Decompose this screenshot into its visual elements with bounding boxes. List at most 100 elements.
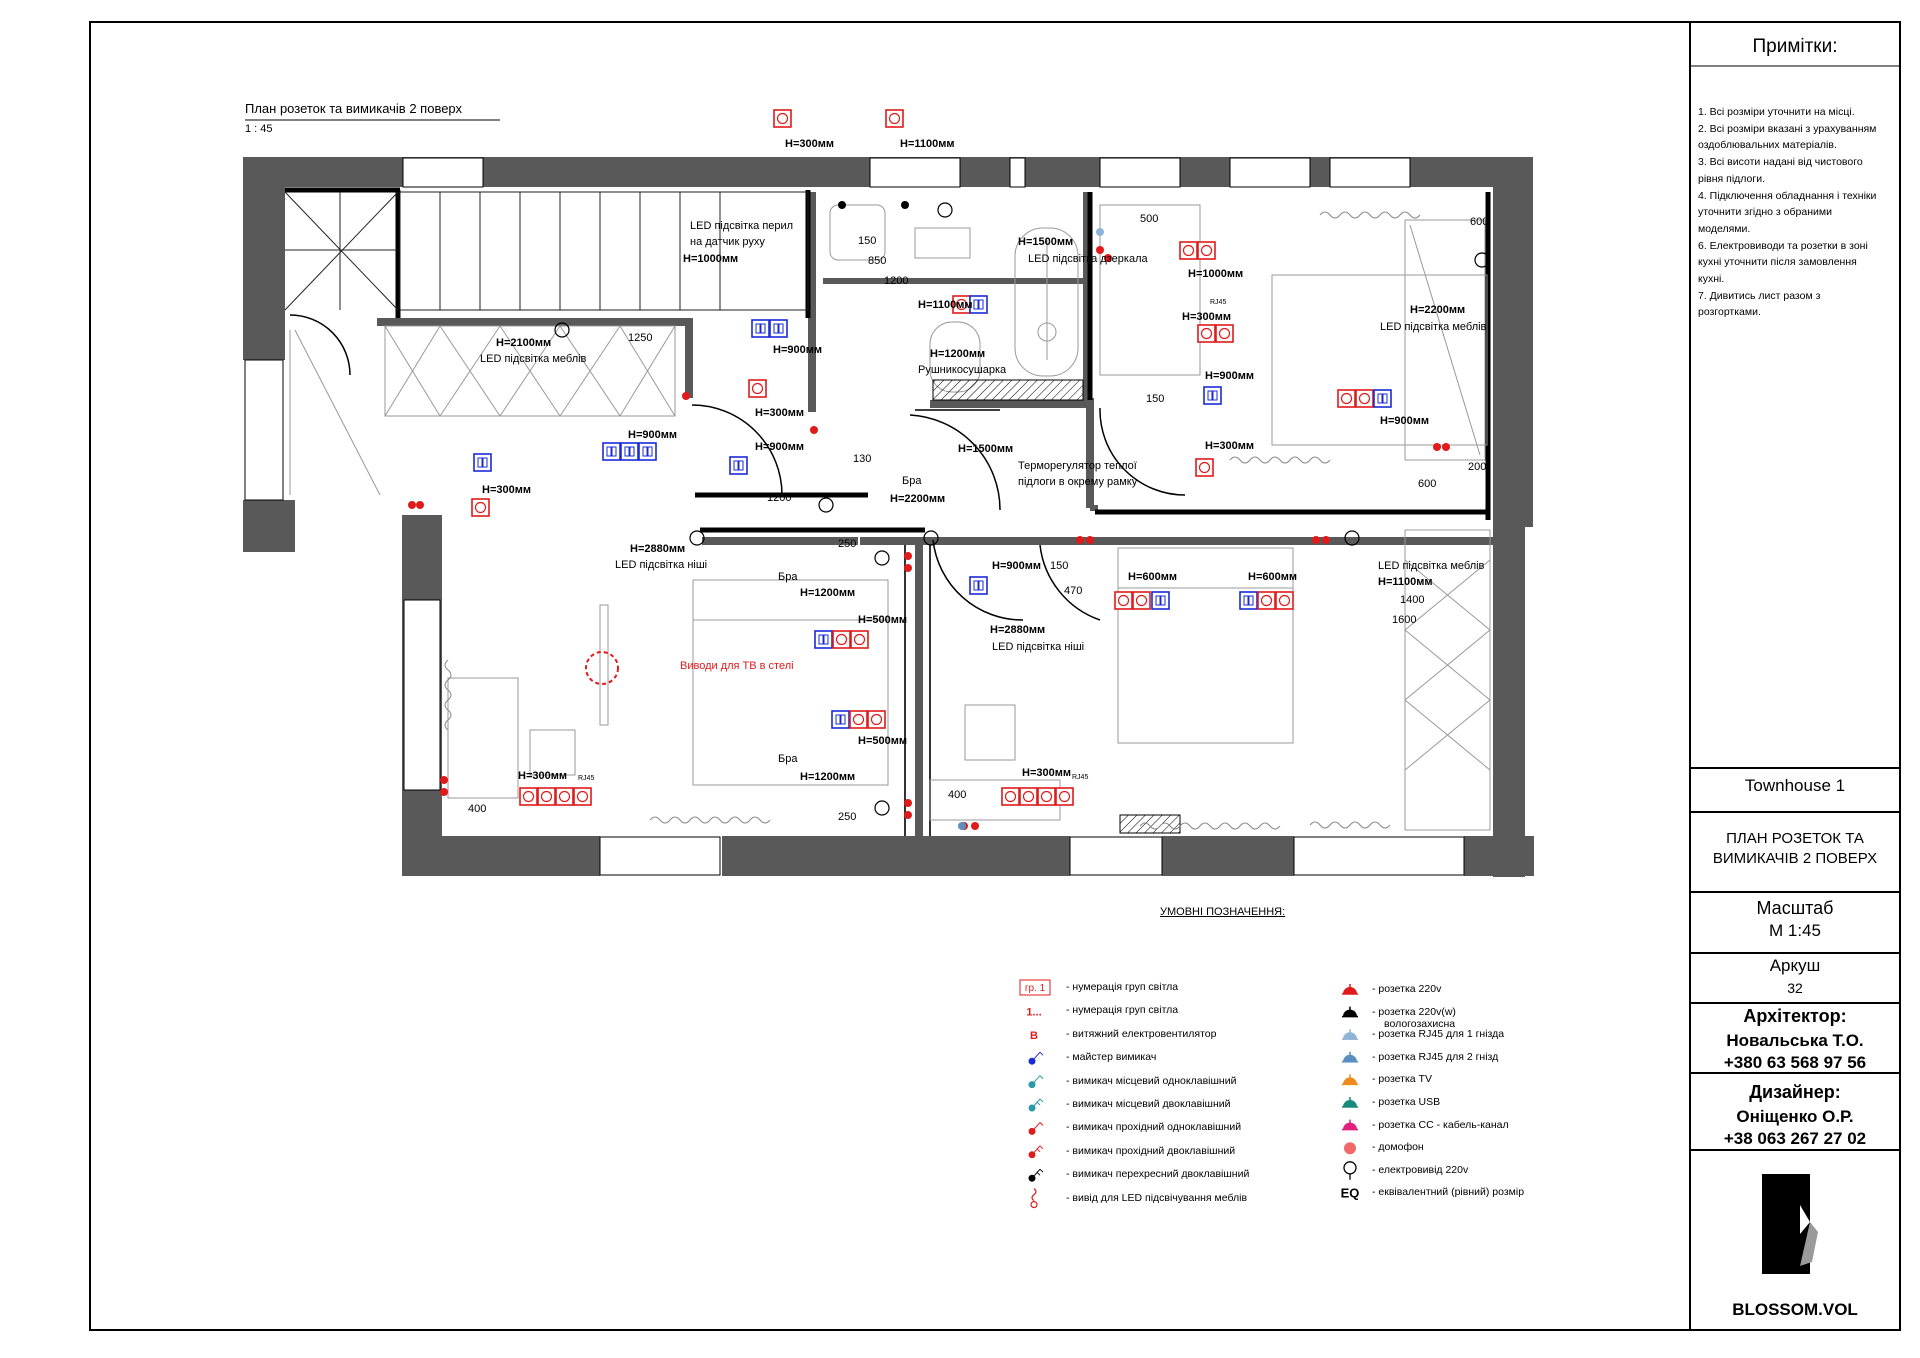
switch-frame (751, 319, 770, 338)
plan-label: H=1500мм (1018, 236, 1073, 248)
sheet-number: 32 (1787, 980, 1803, 996)
legend-item: - витяжний електровентилятор (1066, 1028, 1216, 1040)
legend-mark: В (1030, 1030, 1038, 1042)
brand-name: BLOSSOM.VOL (1732, 1300, 1858, 1319)
socket-frame (1179, 241, 1198, 260)
plan-label: H=300мм (482, 484, 531, 496)
socket-frame (849, 710, 868, 729)
plan-label: LED підсвітка ніші (992, 641, 1084, 653)
switch-frame (473, 453, 492, 472)
legend-text: - вивід для LED підсвічування меблів (1066, 1191, 1248, 1204)
switch-frame (1373, 389, 1392, 408)
outlet-point (689, 530, 705, 546)
note-line: уточнити згідно з обраними (1698, 206, 1832, 219)
note-line: 6. Електровиводи та розетки в зоні (1698, 239, 1868, 252)
plan-scale: 1 : 45 (245, 123, 273, 135)
legend-item: - вимикач прохідний одноклавішний (1066, 1121, 1241, 1133)
legend-heading: УМОВНІ ПОЗНАЧЕННЯ: (1160, 906, 1286, 918)
legend-text: - майстер вимикач (1066, 1051, 1157, 1064)
socket-frame (1001, 787, 1020, 806)
socket-icon (1343, 1009, 1357, 1017)
plan-label: H=300мм (1022, 767, 1071, 779)
legend-text: - вимикач прохідний двоклавішний (1066, 1144, 1236, 1157)
socket-frame (1337, 389, 1356, 408)
legend-item: - розетка RJ45 для 1 гнізда (1372, 1028, 1504, 1040)
legend-item: - нумерація груп світла (1066, 981, 1178, 993)
architect-name: Новальська Т.О. (1726, 1031, 1864, 1050)
wall-point (904, 811, 912, 819)
plan-label: Виводи для ТВ в стелі (680, 660, 794, 672)
plan-title: План розеток та вимикачів 2 поверх (245, 101, 463, 116)
plan-label: 1200 (884, 275, 908, 287)
legend-text: - розетка TV (1372, 1073, 1432, 1086)
designer-phone: +38 063 267 27 02 (1723, 1129, 1867, 1148)
note-line: 2. Всі розміри вказані з урахуванням (1698, 122, 1877, 135)
plan-label: LED підсвітка перил (690, 220, 793, 232)
plan-label: H=2200мм (1410, 304, 1465, 316)
plan-label: H=900мм (773, 344, 822, 356)
socket-frame (1037, 787, 1056, 806)
switch-frame (602, 442, 621, 461)
wall-point (1312, 536, 1320, 544)
legend-item: - електровивід 220v (1372, 1164, 1468, 1176)
legend-text: - вимикач місцевий одноклавішний (1066, 1074, 1237, 1087)
notes-heading: Примітки: (1752, 36, 1838, 57)
plan-label: 200 (1468, 461, 1486, 473)
led-icon (1031, 1188, 1037, 1202)
sheet-title-line1: ПЛАН РОЗЕТОК ТА (1726, 830, 1864, 847)
outlet-point (874, 800, 890, 816)
wall-point (1433, 443, 1441, 451)
wall-point (1076, 536, 1084, 544)
wall-point (904, 564, 912, 572)
note-line: моделями. (1698, 222, 1751, 235)
plan-label: H=300мм (755, 407, 804, 419)
socket-frame (1019, 787, 1038, 806)
outlet-icon (1343, 1161, 1357, 1175)
plan-label: H=1000мм (683, 253, 738, 265)
switch-frame (638, 442, 657, 461)
note-line: кухні уточнити після замовлення (1698, 256, 1857, 269)
sheet-title-line2: ВИМИКАЧІВ 2 ПОВЕРХ (1712, 850, 1878, 867)
outlet-point (1344, 530, 1360, 546)
plan-label: H=900мм (628, 429, 677, 441)
legend-item: - майстер вимикач (1066, 1051, 1156, 1063)
legend-item: - вимикач прохідний двоклавішний (1066, 1145, 1235, 1157)
socket-icon (1343, 1122, 1357, 1130)
plan-label: на датчик руху (690, 236, 765, 248)
plan-label: H=900мм (992, 560, 1041, 572)
plan-label: H=300мм (1205, 440, 1254, 452)
electrical-symbols (408, 109, 1490, 830)
switch-frame (769, 319, 788, 338)
socket-frame (1055, 787, 1074, 806)
legend-text: - вимикач місцевий двоклавішний (1066, 1098, 1231, 1110)
plan-label: H=500мм (858, 614, 907, 626)
plan-label: H=1200мм (930, 348, 985, 360)
wall-point (1442, 443, 1450, 451)
plan-label: 600 (1470, 216, 1488, 228)
legend-item: - еквівалентний (рівний) розмір (1372, 1186, 1524, 1198)
scale-value: М 1:45 (1769, 921, 1821, 940)
staircase (284, 191, 809, 311)
plan-label: 150 (1146, 393, 1164, 405)
legend-text: - розетка RJ45 для 2 гнізд (1372, 1050, 1499, 1063)
plan-label: 400 (468, 803, 486, 815)
plan-label: H=1100мм (918, 299, 973, 311)
plan-label: підлоги в окрему рамку (1018, 476, 1138, 488)
plan-label: H=600мм (1248, 571, 1297, 583)
plan-label: H=900мм (755, 441, 804, 453)
switch-frame (1151, 591, 1170, 610)
wall-point (958, 822, 966, 830)
plan-label: H=2880мм (630, 543, 685, 555)
legend-item: - розетка СС - кабель-канал (1372, 1119, 1509, 1131)
plan-label: 850 (868, 255, 886, 267)
plan-label: 500 (1140, 213, 1158, 225)
plan-label: 150 (858, 235, 876, 247)
wall-point (408, 501, 416, 509)
intercom-icon (1344, 1142, 1356, 1155)
legend-text: - розетка 220v (1372, 983, 1442, 995)
plan-label: Бра (778, 571, 798, 583)
plan-label: H=900мм (1205, 370, 1254, 382)
plan-label: LED підсвітка меблів (480, 353, 587, 365)
plan-label: RJ45 (578, 775, 594, 782)
